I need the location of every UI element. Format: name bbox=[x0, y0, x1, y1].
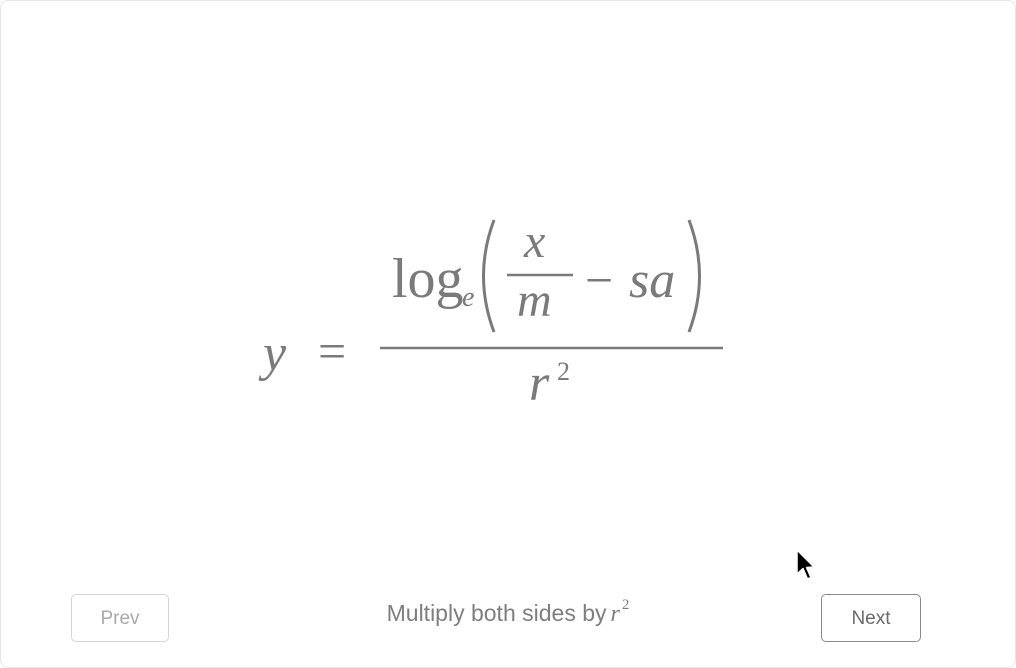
fraction-numerator: x bbox=[523, 215, 545, 268]
left-parenthesis bbox=[482, 219, 496, 333]
log-base: e bbox=[462, 282, 474, 313]
equation-lhs: y bbox=[258, 325, 287, 382]
denominator-exponent: 2 bbox=[557, 357, 570, 386]
step-exponent: 2 bbox=[621, 597, 630, 614]
fraction-denominator: m bbox=[517, 274, 552, 327]
denominator-variable: r bbox=[529, 355, 550, 412]
arrow-cursor-icon bbox=[796, 549, 815, 580]
log-function: log bbox=[392, 248, 464, 310]
minus-sign: − bbox=[585, 252, 613, 308]
term-sa: sa bbox=[629, 252, 675, 309]
equation-equals-sign: = bbox=[318, 323, 346, 379]
next-button[interactable]: Next bbox=[821, 594, 921, 642]
prev-button[interactable]: Prev bbox=[71, 594, 169, 642]
step-variable: r bbox=[610, 601, 620, 627]
step-text: Multiply both sides by bbox=[386, 600, 607, 626]
right-parenthesis bbox=[687, 219, 701, 333]
